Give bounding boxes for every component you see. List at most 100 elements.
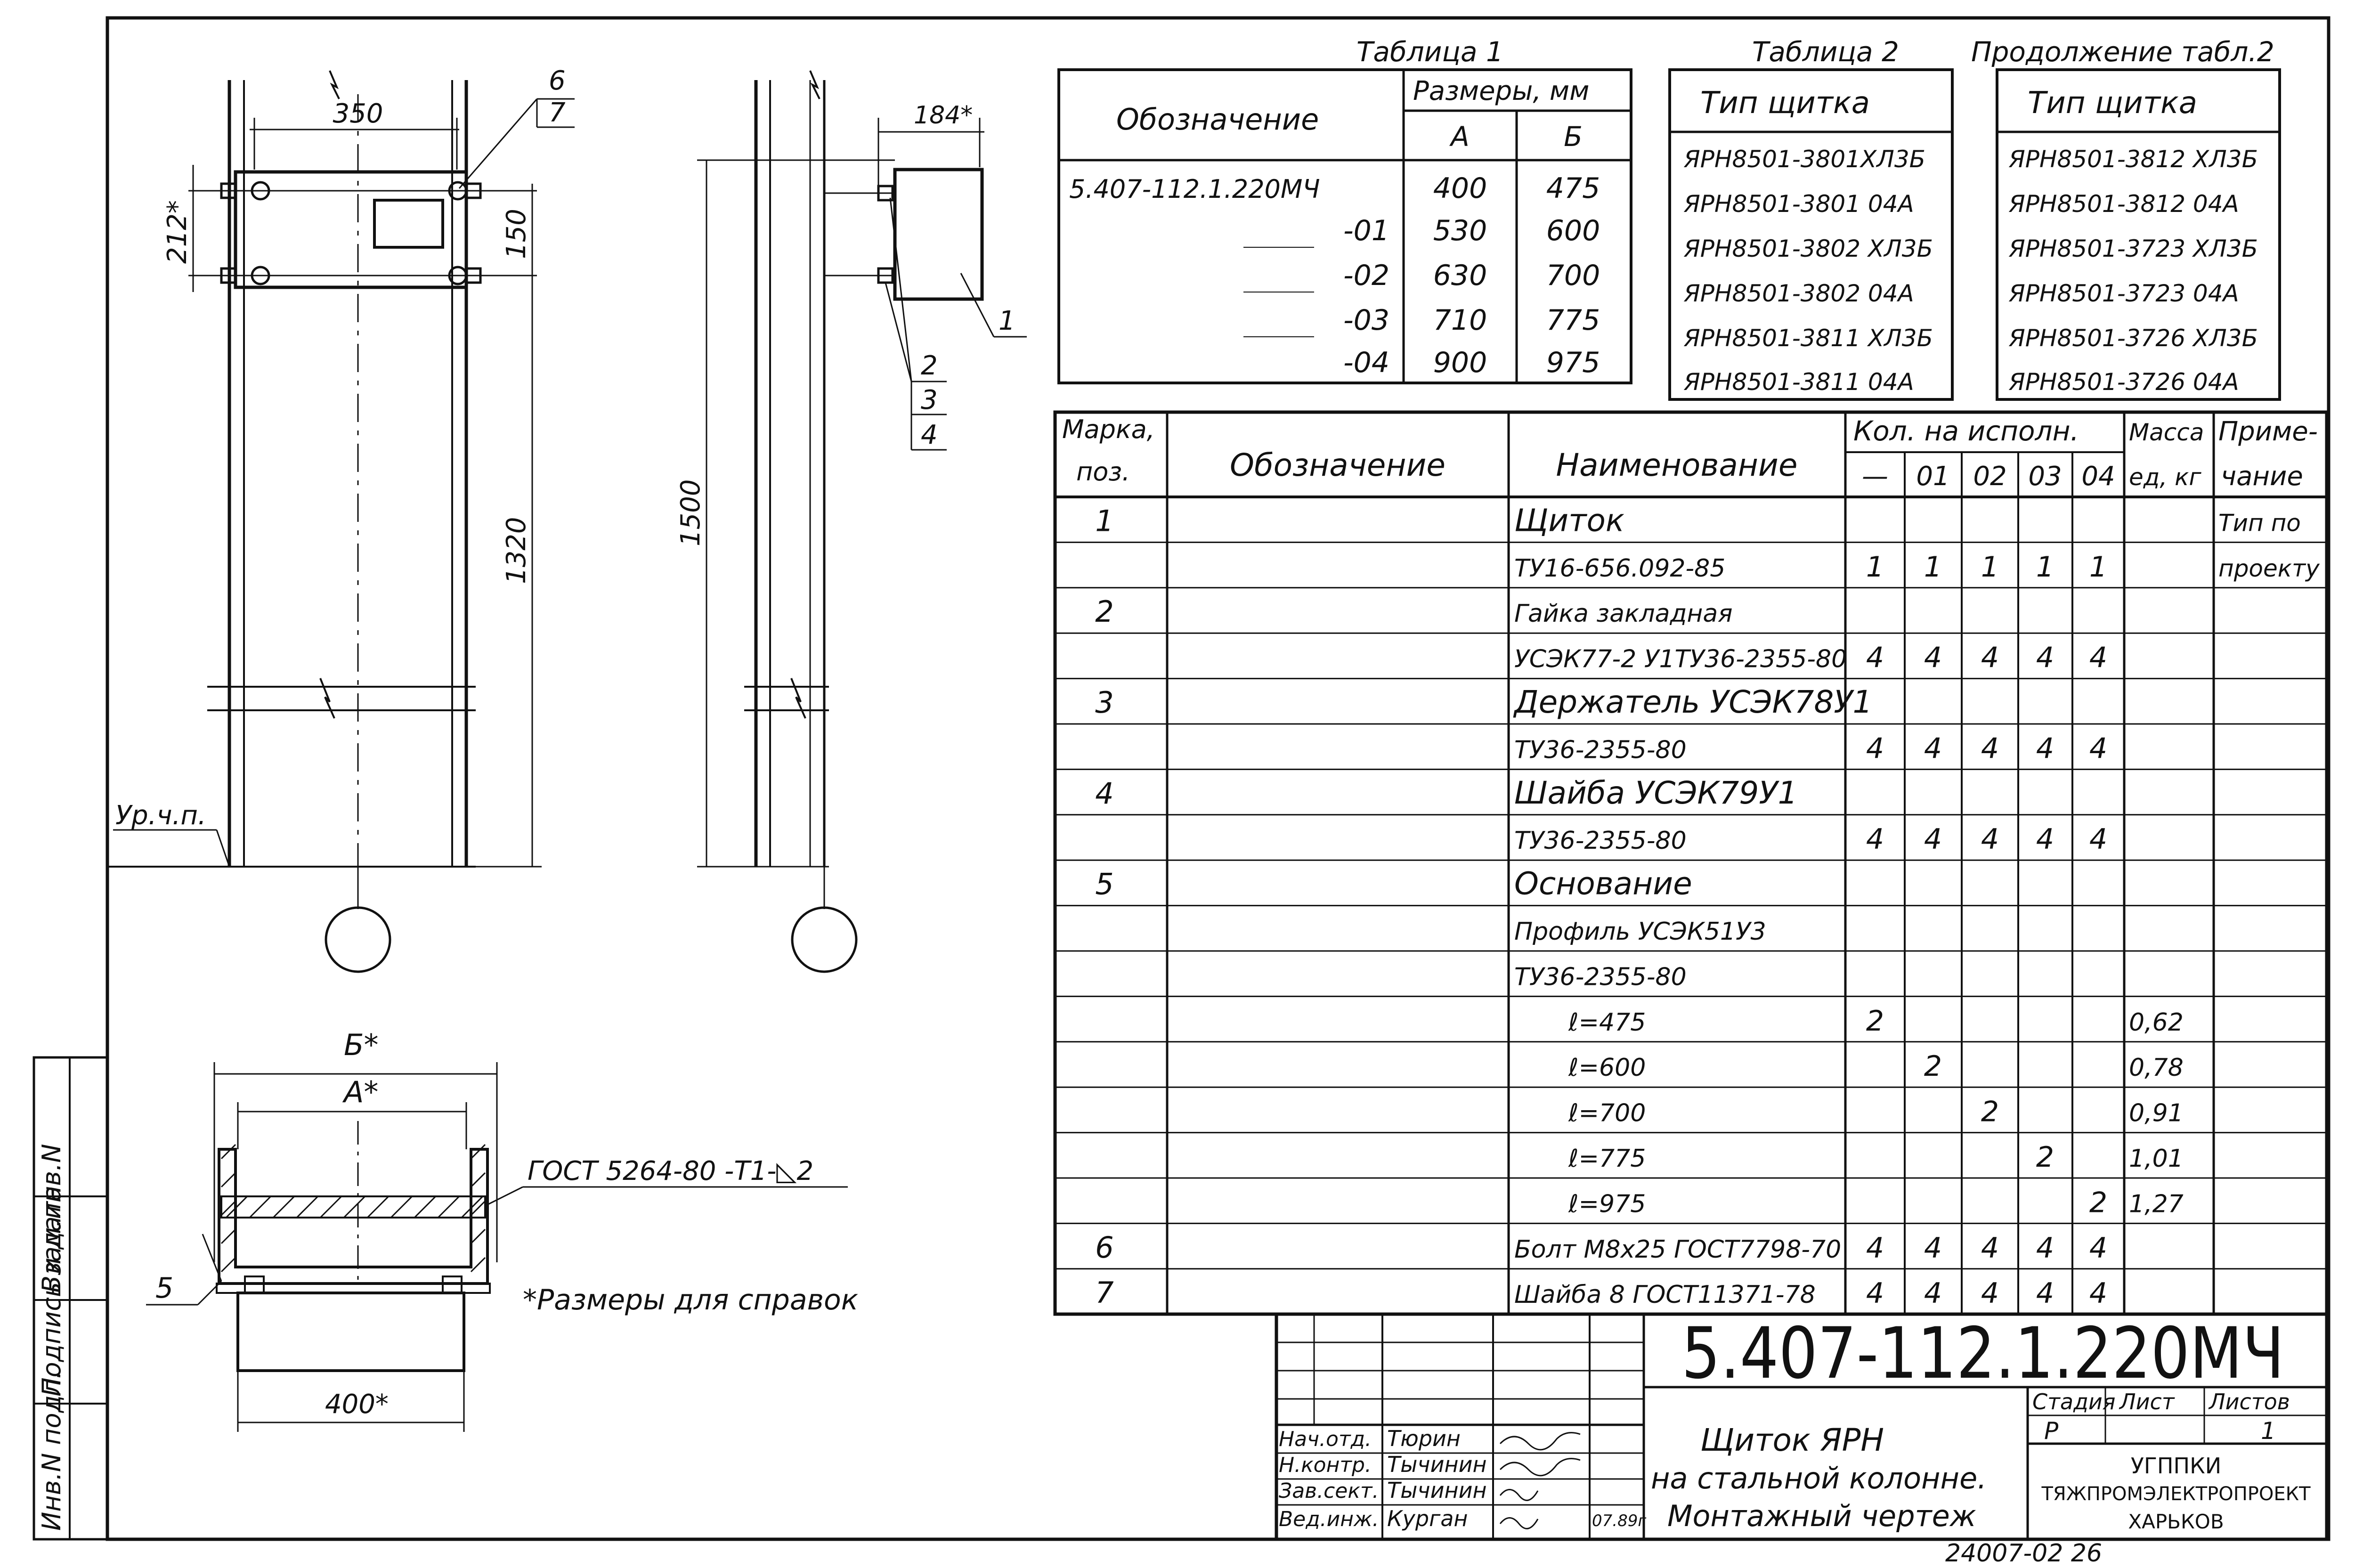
sheets-label: Листов (2208, 1389, 2290, 1414)
spec-qty: 4 (1866, 1232, 1884, 1265)
t1-row4-designation: -03 (1343, 304, 1389, 337)
dim-b: Б* (344, 1028, 379, 1062)
spec-h-note2: чание (2221, 461, 2303, 492)
callout-1: 1 (999, 306, 1015, 336)
dim-184: 184* (914, 101, 973, 130)
spec-qty: 4 (1981, 1232, 1999, 1265)
spec-qty: 4 (2036, 1232, 2054, 1265)
t2-row2: ЯРН8501-3801 04А (1683, 190, 1914, 218)
spec-h-designation: Обозначение (1230, 447, 1445, 483)
reference-note: *Размеры для справок (523, 1284, 858, 1316)
name-1: Тюрин (1387, 1426, 1461, 1451)
spec-pos: 7 (1095, 1276, 1113, 1310)
t2-row3: ЯРН8501-3802 ХЛ3Б (1683, 235, 1933, 262)
t2-row6: ЯРН8501-3811 04А (1683, 368, 1914, 396)
callout-5: 5 (155, 1272, 173, 1305)
spec-qty: 4 (1866, 1277, 1884, 1310)
spec-note: проекту (2218, 555, 2320, 582)
stamp-replace: Взам.инв.N (37, 1144, 66, 1293)
title-line2: на стальной колонне. (1651, 1461, 1987, 1495)
name-4: Курган (1387, 1506, 1468, 1531)
spec-pos: 4 (1095, 776, 1113, 811)
spec-qty: 4 (2089, 823, 2107, 856)
spec-name: Шайба УСЭК79У1 (1514, 775, 1797, 811)
table2-header: Тип щитка (1700, 86, 1870, 121)
t1-row2-designation: -01 (1343, 214, 1389, 247)
t2c-row4: ЯРН8501-3723 04А (2008, 280, 2239, 307)
stamp-sign: Подпись и дата (37, 1186, 66, 1397)
spec-qty: 4 (2089, 642, 2107, 674)
t2c-row3: ЯРН8501-3723 ХЛ3Б (2008, 235, 2258, 262)
spec-mass: 0,78 (2129, 1054, 2184, 1082)
spec-name: ТУ16-656.092-85 (1514, 554, 1725, 583)
spec-name: ℓ=600 (1568, 1054, 1646, 1082)
table1-title: Таблица 1 (1356, 36, 1503, 68)
spec-pos: 5 (1095, 867, 1113, 902)
callout-2: 2 (921, 350, 938, 381)
spec-pos: 2 (1095, 594, 1113, 629)
spec-name: ℓ=475 (1568, 1008, 1646, 1037)
spec-h-qty: Кол. на исполн. (1853, 415, 2079, 447)
spec-qty: 4 (1981, 823, 1999, 856)
table2-title: Таблица 2 (1752, 36, 1899, 68)
t1-row5-b: 975 (1546, 346, 1600, 379)
spec-mass: 1,01 (2129, 1145, 2184, 1173)
spec-pos: 1 (1095, 504, 1113, 538)
spec-qty: 4 (1866, 732, 1884, 765)
callout-7: 7 (549, 97, 566, 128)
weld-note: ГОСТ 5264-80 -Т1-◺2 (528, 1156, 813, 1186)
spec-qty: 4 (2036, 642, 2054, 674)
t2-row1: ЯРН8501-3801ХЛ3Б (1683, 146, 1925, 173)
spec-name: Болт М8х25 ГОСТ7798-70 (1514, 1235, 1841, 1264)
t1-row5-a: 900 (1433, 346, 1487, 379)
spec-qty: 1 (1981, 551, 1999, 584)
spec-h-col3: 03 (2028, 461, 2062, 492)
spec-qty: 4 (1924, 1232, 1942, 1265)
t2c-row1: ЯРН8501-3812 ХЛ3Б (2008, 146, 2258, 173)
spec-qty: 2 (2089, 1186, 2107, 1219)
spec-qty: 4 (1981, 1277, 1999, 1310)
t1-row3-designation: -02 (1343, 259, 1389, 292)
spec-qty: 4 (1924, 642, 1942, 674)
spec-h-mass1: Масса (2129, 419, 2204, 446)
dim-a: А* (342, 1075, 378, 1109)
front-view: 350 212* 150 1320 6 7 Ур.ч.п. (108, 65, 575, 973)
spec-name: Шайба 8 ГОСТ11371-78 (1514, 1281, 1816, 1309)
spec-h-col4: 04 (2081, 461, 2115, 492)
table1-header-a: А (1449, 121, 1470, 153)
spec-name: ℓ=975 (1568, 1190, 1646, 1218)
spec-qty: 4 (1924, 732, 1942, 765)
role-4: Вед.инж. (1279, 1507, 1379, 1531)
table1-rows: 5.407-112.1.220МЧ 400 475 -01 530 600 -0… (1069, 172, 1600, 379)
panel-front (234, 170, 468, 289)
org-line1: УГППКИ (2131, 1453, 2221, 1479)
spec-h-mass2: ед, кг (2129, 463, 2201, 491)
spec-qty: 2 (2036, 1141, 2054, 1174)
spec-qty: 4 (1866, 642, 1884, 674)
table-2-continued: Продолжение табл.2 Тип щитка ЯРН8501-381… (1971, 36, 2281, 401)
t2-row5: ЯРН8501-3811 ХЛ3Б (1683, 325, 1933, 352)
callout-6: 6 (549, 65, 566, 96)
spec-h-col1: 01 (1916, 461, 1949, 492)
spec-qty: 2 (1924, 1050, 1942, 1083)
margin-stamp: Инв.N подл. Подпись и дата Взам.инв.N (32, 1056, 109, 1541)
spec-qty: 1 (2089, 551, 2107, 584)
spec-qty: 1 (1866, 551, 1884, 584)
spec-qty: 4 (1981, 732, 1999, 765)
spec-name: УСЭК77-2 У1ТУ36-2355-80 (1514, 645, 1847, 674)
t1-row4-b: 775 (1546, 304, 1600, 337)
archive-number: 24007-02 26 (1945, 1539, 2102, 1568)
spec-name: ТУ36-2355-80 (1514, 736, 1687, 764)
title-line1: Щиток ЯРН (1700, 1422, 1884, 1458)
t1-row4-a: 710 (1433, 304, 1487, 337)
table1-header-b: Б (1564, 121, 1583, 153)
stamp-inv: Инв.N подл. (37, 1371, 66, 1531)
spec-h-col2: 02 (1973, 461, 2006, 492)
spec-h-col0: — (1862, 461, 1888, 492)
title-block: 5.407-112.1.220МЧ Щиток ЯРН на стальной … (1275, 1312, 2329, 1541)
stage-value: Р (2044, 1417, 2059, 1445)
name-3: Тычинин (1387, 1478, 1487, 1503)
t1-row3-b: 700 (1546, 259, 1600, 292)
spec-h-name: Наименование (1556, 447, 1798, 483)
